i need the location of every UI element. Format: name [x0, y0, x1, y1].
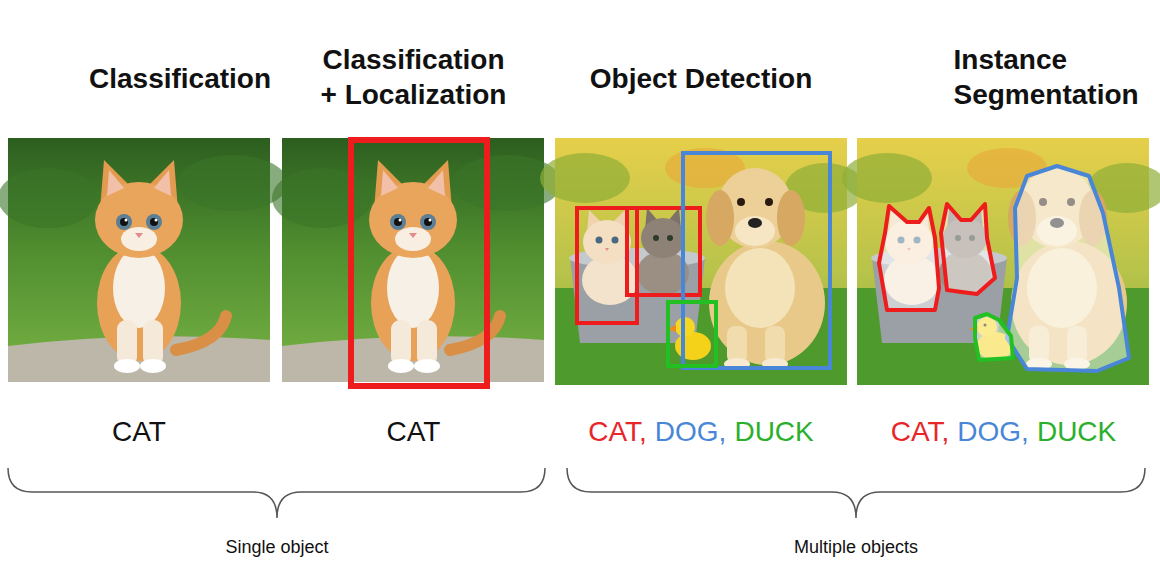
- class-label: CAT,: [588, 416, 647, 447]
- group-brackets: [8, 468, 1145, 518]
- class-label-row: CAT: [387, 415, 441, 449]
- image-panel: Classification + LocalizationCAT: [282, 138, 545, 382]
- class-label-row: CAT: [112, 415, 166, 449]
- kitten-photo: [0, 138, 288, 382]
- class-label: DUCK: [1037, 416, 1116, 447]
- panel-heading: Instance Segmentation: [954, 42, 1054, 112]
- class-label: DOG,: [957, 416, 1029, 447]
- panel-heading: Object Detection: [589, 61, 813, 96]
- panel-heading: Classification: [89, 61, 189, 96]
- bounding-box: [351, 140, 487, 386]
- class-label: CAT: [112, 416, 166, 447]
- image-panel: ClassificationCAT: [8, 138, 270, 382]
- class-label: CAT: [387, 416, 441, 447]
- image-panel: Object DetectionCAT,DOG,DUCK: [555, 138, 847, 385]
- bounding-boxes: [577, 153, 830, 368]
- class-label: DUCK: [734, 416, 813, 447]
- class-label-row: CAT,DOG, DUCK: [891, 415, 1117, 449]
- group-label: Single object: [225, 537, 328, 559]
- class-label: DOG,: [655, 416, 727, 447]
- class-label-row: CAT, DOG,DUCK: [588, 415, 814, 449]
- pets-photo: [842, 138, 1160, 385]
- group-label: Multiple objects: [794, 537, 918, 559]
- segmentation-masks: [879, 166, 1129, 371]
- kitten-photo: [272, 138, 562, 382]
- image-panel: Instance SegmentationCAT,DOG,DUCK: [857, 138, 1150, 385]
- pets-photo: [540, 138, 865, 385]
- panel-heading: Classification + Localization: [321, 42, 507, 112]
- class-label: CAT,: [891, 416, 950, 447]
